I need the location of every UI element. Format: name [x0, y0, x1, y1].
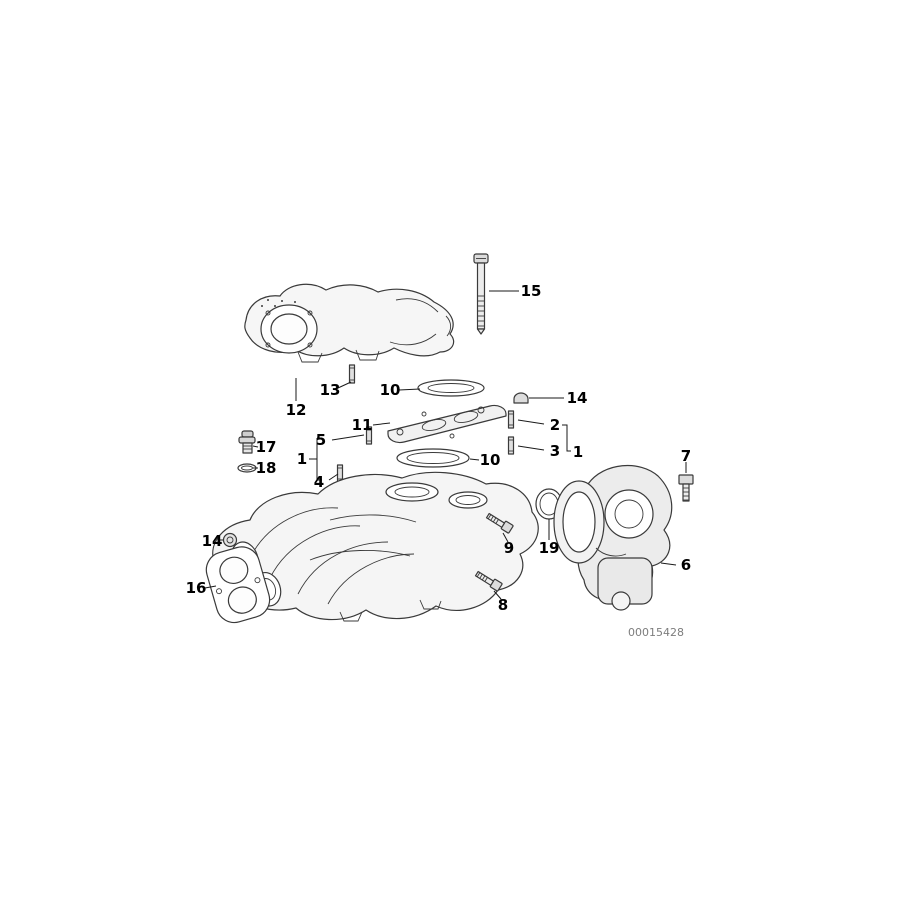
callout-11[interactable]: 11	[352, 416, 373, 434]
callout-1-left[interactable]: 1	[297, 450, 307, 468]
throttle-body	[553, 464, 673, 611]
callout-2[interactable]: 2	[550, 416, 560, 434]
seal-ring	[237, 463, 257, 473]
callout-13[interactable]: 13	[320, 381, 341, 399]
callout-5[interactable]: 5	[316, 431, 326, 449]
flange-gasket	[205, 546, 271, 624]
gasket-upper	[417, 379, 485, 397]
long-bolt	[473, 253, 489, 335]
screw-plug	[222, 532, 238, 548]
callout-3[interactable]: 3	[550, 442, 560, 460]
callout-17[interactable]: 17	[256, 438, 277, 456]
bolt-9	[485, 512, 514, 534]
stud-3	[507, 436, 515, 455]
stud-13	[348, 364, 356, 384]
callout-9[interactable]: 9	[504, 539, 514, 557]
stud-5	[365, 426, 373, 445]
callout-15[interactable]: 15	[521, 282, 542, 300]
callout-14-left[interactable]: 14	[202, 532, 223, 550]
mounting-plate	[387, 404, 507, 444]
gasket-lower	[396, 448, 470, 468]
cap-nut	[513, 392, 529, 404]
leader-lines	[204, 290, 687, 600]
callout-14-right[interactable]: 14	[567, 389, 588, 407]
stud-2	[507, 410, 515, 429]
callout-18[interactable]: 18	[256, 459, 277, 477]
callout-12[interactable]: 12	[286, 401, 307, 419]
bolt-8	[474, 570, 503, 592]
callout-10-upper[interactable]: 10	[380, 381, 401, 399]
callout-1-right[interactable]: 1	[573, 443, 583, 461]
diagram-id-watermark: 00015428	[628, 626, 684, 639]
callout-19[interactable]: 19	[539, 539, 560, 557]
callout-8[interactable]: 8	[498, 596, 508, 614]
callout-6[interactable]: 6	[681, 556, 691, 574]
callout-7[interactable]: 7	[681, 447, 691, 465]
upper-intake-manifold	[244, 283, 455, 363]
bolt-7	[678, 474, 694, 502]
callout-4[interactable]: 4	[314, 473, 324, 491]
callout-10-lower[interactable]: 10	[480, 451, 501, 469]
fitting	[238, 430, 256, 454]
callout-16[interactable]: 16	[186, 579, 207, 597]
